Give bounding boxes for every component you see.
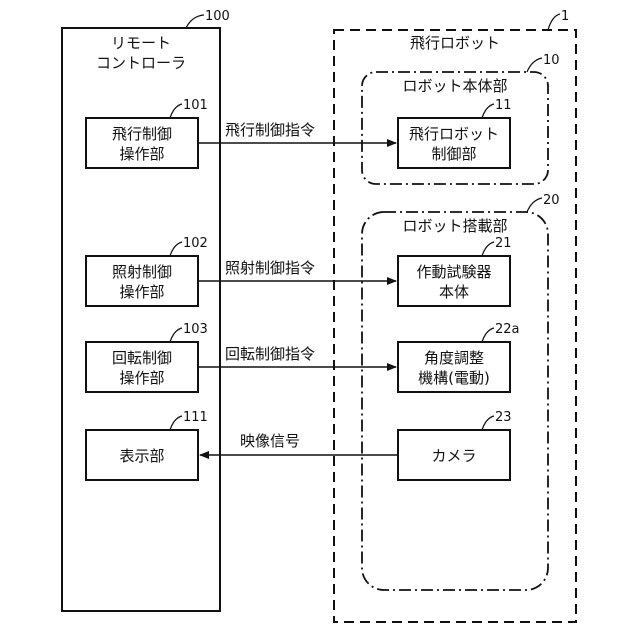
angle-mechanism-ref: 22a [495, 322, 520, 337]
robot-controller-line1: 飛行ロボット [409, 125, 499, 143]
remote-controller-frame [62, 28, 220, 611]
flight-command-label: 飛行制御指令 [225, 121, 315, 139]
camera-ref-leader [482, 416, 494, 430]
robot-controller-ref-leader [482, 104, 494, 118]
irradiation-control-line1: 照射制御 [112, 263, 172, 281]
video-signal-label: 映像信号 [240, 432, 300, 450]
angle-mechanism-line1: 角度調整 [424, 349, 484, 367]
flight-control-line2: 操作部 [119, 145, 164, 163]
tester-unit: 作動試験器 本体 21 [398, 236, 512, 306]
flight-control-ref: 101 [183, 98, 208, 113]
camera-unit: カメラ 23 [398, 410, 512, 480]
tester-ref-leader [482, 242, 494, 256]
irradiation-command-label: 照射制御指令 [225, 259, 315, 277]
angle-mechanism-line2: 機構(電動) [418, 369, 490, 387]
remote-ref: 100 [205, 9, 230, 24]
flight-command-signal: 飛行制御指令 [198, 121, 396, 143]
flight-control-line1: 飛行制御 [112, 125, 172, 143]
rotation-control-line2: 操作部 [119, 369, 164, 387]
tester-line2: 本体 [439, 283, 469, 301]
remote-ref-leader [186, 15, 204, 28]
robot-payload-ref-leader [527, 198, 542, 212]
robot-controller-unit: 飛行ロボット 制御部 11 [398, 98, 512, 168]
robot-controller-line2: 制御部 [431, 145, 476, 163]
angle-mechanism-ref-leader [482, 328, 494, 342]
robot-body-ref-leader [527, 58, 542, 72]
flight-robot-ref-leader [548, 14, 560, 30]
angle-mechanism-unit: 角度調整 機構(電動) 22a [398, 322, 520, 392]
rotation-control-line1: 回転制御 [112, 349, 172, 367]
camera-ref: 23 [495, 410, 512, 425]
tester-ref: 21 [495, 236, 512, 251]
irradiation-control-ref: 102 [183, 236, 208, 251]
rotation-control-ref: 103 [183, 322, 208, 337]
display-label: 表示部 [119, 447, 164, 465]
flight-robot-ref: 1 [561, 9, 569, 24]
robot-controller-ref: 11 [495, 98, 512, 113]
display-ref: 111 [183, 410, 208, 425]
remote-title-line1: リモート [111, 34, 171, 52]
irradiation-command-signal: 照射制御指令 [198, 259, 396, 281]
remote-title-line2: コントローラ [96, 54, 186, 72]
robot-payload-title: ロボット搭載部 [402, 217, 507, 235]
flight-robot: 飛行ロボット 1 [334, 9, 576, 622]
rotation-command-signal: 回転制御指令 [198, 345, 396, 367]
robot-body-title: ロボット本体部 [402, 77, 507, 95]
rotation-command-label: 回転制御指令 [225, 345, 315, 363]
tester-line1: 作動試験器 [416, 263, 491, 281]
video-signal: 映像信号 [200, 432, 398, 455]
robot-payload-ref: 20 [543, 193, 560, 208]
camera-label: カメラ [431, 447, 476, 465]
robot-body-ref: 10 [543, 53, 560, 68]
irradiation-control-line2: 操作部 [119, 283, 164, 301]
flight-robot-title: 飛行ロボット [410, 34, 500, 52]
